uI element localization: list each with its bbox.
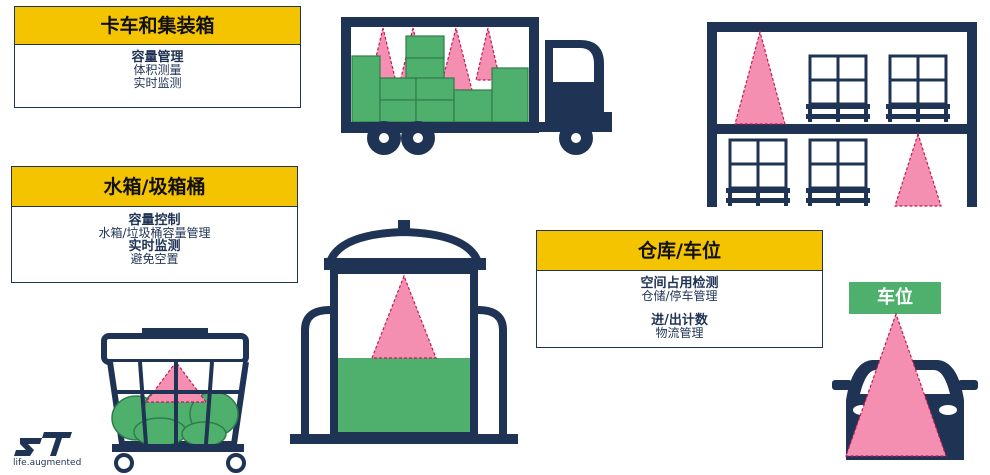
tank-line-2: 水箱/垃圾桶容量管理 bbox=[98, 226, 211, 240]
parking-tag: 车位 bbox=[849, 282, 941, 314]
warehouse-card: 仓库/车位 空间占用检测 仓储/停车管理 进/出计数 物流管理 bbox=[536, 230, 823, 348]
warehouse-line-4: 物流管理 bbox=[655, 326, 704, 340]
tank-line-4: 避免空置 bbox=[130, 252, 179, 266]
truck-card-body: 容量管理 体积测量 实时监测 bbox=[15, 45, 300, 90]
tank-card: 水箱/圾箱桶 容量控制 水箱/垃圾桶容量管理 实时监测 避免空置 bbox=[11, 166, 298, 283]
logo-tagline: life.augmented bbox=[13, 458, 82, 468]
truck-line-1: 容量管理 bbox=[131, 50, 184, 65]
warehouse-card-title: 仓库/车位 bbox=[537, 231, 822, 271]
truck-illustration bbox=[341, 17, 612, 155]
waste-cart-illustration bbox=[101, 328, 249, 473]
truck-card: 卡车和集装箱 容量管理 体积测量 实时监测 bbox=[14, 6, 301, 108]
truck-card-title: 卡车和集装箱 bbox=[15, 7, 300, 45]
tank-line-1: 容量控制 bbox=[128, 213, 181, 228]
parking-car-illustration bbox=[832, 312, 978, 460]
warehouse-line-1: 空间占用检测 bbox=[640, 276, 719, 291]
tank-card-body: 容量控制 水箱/垃圾桶容量管理 实时监测 避免空置 bbox=[12, 207, 297, 266]
warehouse-line-2: 仓储/停车管理 bbox=[641, 289, 718, 303]
st-logo-icon bbox=[14, 432, 72, 456]
warehouse-card-body: 空间占用检测 仓储/停车管理 进/出计数 物流管理 bbox=[537, 271, 822, 340]
tank-line-3: 实时监测 bbox=[128, 239, 181, 254]
warehouse-line-3: 进/出计数 bbox=[651, 313, 708, 328]
truck-line-3: 实时监测 bbox=[133, 76, 182, 90]
tank-card-title: 水箱/圾箱桶 bbox=[12, 167, 297, 207]
water-tank-illustration bbox=[290, 220, 518, 444]
truck-line-2: 体积测量 bbox=[133, 63, 182, 77]
warehouse-shelf-illustration bbox=[707, 22, 977, 207]
